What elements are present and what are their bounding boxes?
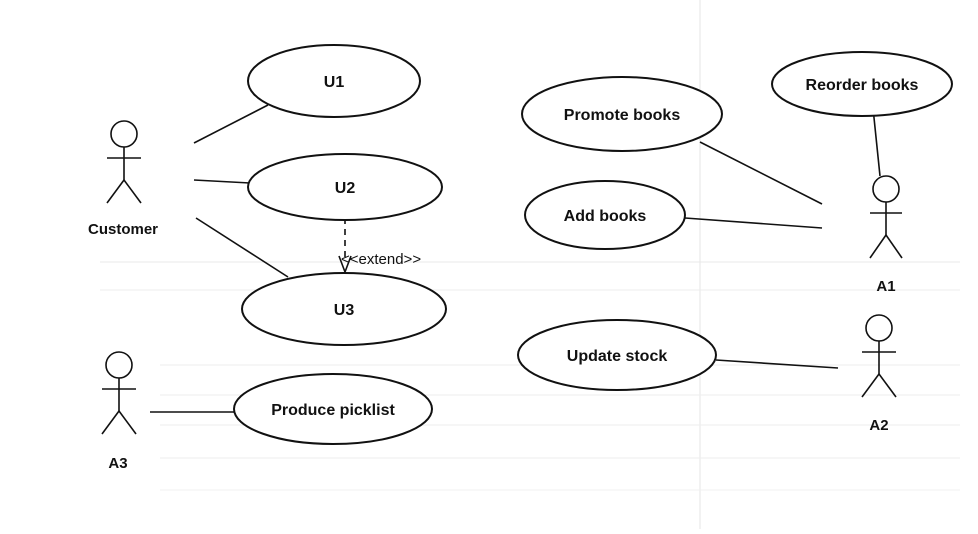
actor-customer-label: Customer (88, 221, 158, 238)
actor-a3-label: A3 (108, 455, 127, 472)
customer-u2-association (193, 179, 251, 184)
use-case-u3[interactable]: U3 (241, 272, 447, 346)
association-lines (150, 104, 881, 413)
use-case-update-stock-label: Update stock (567, 348, 668, 365)
use-case-u2-label: U2 (335, 180, 356, 197)
extend-relationship: <<extend>> (338, 218, 421, 275)
use-case-reorder-books-label: Reorder books (806, 77, 919, 94)
actor-customer[interactable]: Customer (88, 120, 158, 238)
a2-update-stock-association (715, 359, 839, 369)
use-case-produce-picklist[interactable]: Produce picklist (233, 373, 433, 445)
stick-figure-icon (861, 314, 897, 398)
use-case-u1-label: U1 (324, 74, 345, 91)
use-case-produce-picklist-label: Produce picklist (271, 402, 395, 419)
extend-arrowhead (338, 255, 352, 275)
actor-a2[interactable]: A2 (861, 314, 897, 434)
actor-a3[interactable]: A3 (101, 351, 137, 472)
a1-promote-books-association (699, 141, 823, 205)
use-case-promote-books-label: Promote books (564, 107, 681, 124)
use-case-add-books[interactable]: Add books (524, 180, 686, 250)
use-case-add-books-label: Add books (564, 208, 647, 225)
a1-add-books-association (684, 217, 823, 229)
use-case-u2[interactable]: U2 (247, 153, 443, 221)
customer-u3-association (195, 217, 289, 278)
a1-reorder-books-association (872, 107, 881, 177)
use-case-u1[interactable]: U1 (247, 44, 421, 118)
actor-a1-label: A1 (876, 278, 895, 295)
actor-a2-label: A2 (869, 417, 888, 434)
stick-figure-icon (101, 351, 137, 435)
use-case-u3-label: U3 (334, 302, 355, 319)
use-case-update-stock[interactable]: Update stock (517, 319, 717, 391)
extend-label: <<extend>> (341, 251, 421, 268)
stick-figure-icon (869, 175, 903, 259)
actor-a1[interactable]: A1 (869, 175, 903, 295)
use-case-promote-books[interactable]: Promote books (521, 76, 723, 152)
use-case-reorder-books[interactable]: Reorder books (771, 51, 953, 117)
stick-figure-icon (106, 120, 142, 204)
customer-u1-association (193, 104, 269, 144)
